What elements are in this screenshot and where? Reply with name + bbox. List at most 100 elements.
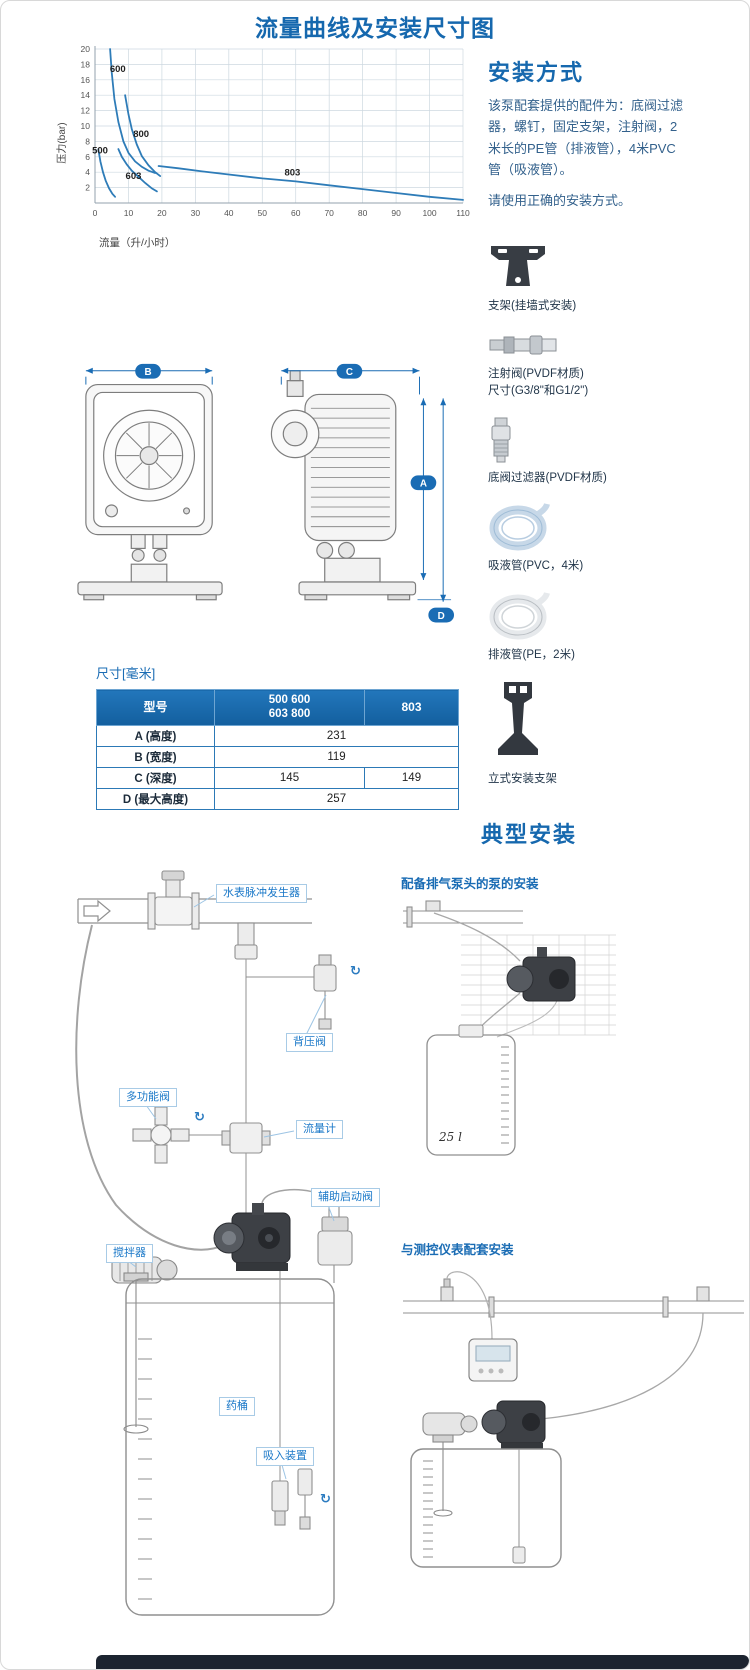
dimension-d xyxy=(417,398,452,602)
page-title: 流量曲线及安装尺寸图 xyxy=(255,15,495,41)
chart-x-axis-label: 流量（升/小时） xyxy=(99,237,176,249)
accessory-wall-bracket: 支架(挂墙式安装) xyxy=(488,242,720,315)
multi-function-valve xyxy=(132,1106,238,1164)
install-method-heading: 安装方式 xyxy=(488,60,585,85)
chart-y-axis-label: 压力(bar) xyxy=(57,122,68,164)
tank-volume-label: 25 l xyxy=(438,1130,462,1144)
degassing-diagram-canvas: 25 l xyxy=(403,900,616,1156)
table-row: D (最大高度) 257 xyxy=(96,787,459,810)
page-footer-band xyxy=(96,1655,749,1669)
accessory-caption: 立式安装支架 xyxy=(488,772,557,785)
dosing-pump xyxy=(481,1400,546,1449)
typical-installation-heading: 典型安装 xyxy=(481,822,578,847)
accessory-suction-tube: 吸液管(PVC，4米) xyxy=(488,502,720,575)
dim-pill-b xyxy=(135,363,161,379)
col-803: 803 xyxy=(364,689,459,726)
accessory-injection-valve: 注射阀(PVDF材质) 尺寸(G3/8"和G1/2") xyxy=(488,330,720,399)
svg-text:90: 90 xyxy=(391,208,401,218)
accessory-caption: 底阀过滤器(PVDF材质) xyxy=(488,471,607,484)
svg-text:600: 600 xyxy=(110,64,126,75)
svg-text:6: 6 xyxy=(85,152,90,162)
mixer xyxy=(422,1412,478,1517)
dim-letter-a: A xyxy=(420,479,427,490)
water-meter-pulser xyxy=(147,870,200,930)
row-value-c1: 145 xyxy=(214,766,365,789)
process-pipe xyxy=(403,900,523,928)
flow-direction-arrow xyxy=(83,899,111,923)
accessory-discharge-tube: 排液管(PE，2米) xyxy=(488,591,720,664)
svg-text:20: 20 xyxy=(81,44,91,54)
install-method-note: 请使用正确的安装方式。 xyxy=(488,192,632,208)
col-group-models: 500 600 603 800 xyxy=(214,689,365,726)
discharge-tube-icon xyxy=(489,592,550,640)
flow-meter xyxy=(221,1122,271,1213)
svg-text:18: 18 xyxy=(81,59,91,69)
rotate-arrow-icon: ↻ xyxy=(320,1491,331,1506)
rotate-arrow-icon: ↻ xyxy=(350,963,361,978)
accessory-caption: 支架(挂墙式安装) xyxy=(488,299,577,312)
svg-text:10: 10 xyxy=(81,121,91,131)
svg-text:10: 10 xyxy=(124,208,134,218)
svg-text:8: 8 xyxy=(85,136,90,146)
wall-bracket-icon xyxy=(491,245,545,286)
svg-text:110: 110 xyxy=(456,208,470,218)
degassing-pump xyxy=(506,947,576,1002)
callout-chemical-tank: 药桶 xyxy=(219,1397,255,1416)
callout-mixer: 搅拌器 xyxy=(106,1244,153,1263)
process-pipe xyxy=(403,1278,744,1318)
svg-text:100: 100 xyxy=(422,208,436,218)
install-method-body: 该泵配套提供的配件为：底阀过滤器，螺钉，固定支架，注射阀，2米长的PE管（排液管… xyxy=(488,98,684,178)
row-label-d: D (最大高度) xyxy=(96,787,215,810)
svg-text:14: 14 xyxy=(81,90,91,100)
chemical-tank xyxy=(410,1448,562,1568)
callout-auxiliary-start-valve: 辅助启动阀 xyxy=(311,1188,380,1207)
table-row: A (高度) 231 xyxy=(96,724,459,747)
accessory-caption: 注射阀(PVDF材质) 尺寸(G3/8"和G1/2") xyxy=(488,368,589,397)
row-value-c2: 149 xyxy=(364,766,459,789)
callout-water-meter-pulser: 水表脉冲发生器 xyxy=(216,884,307,903)
accessory-caption: 吸液管(PVC，4米) xyxy=(488,560,584,573)
dim-pill-a xyxy=(410,475,437,491)
svg-text:16: 16 xyxy=(81,75,91,85)
suction-tube-icon xyxy=(489,503,550,551)
table-row: B (宽度) 119 xyxy=(96,745,459,768)
dim-pill-d xyxy=(428,607,455,623)
row-label-c: C (深度) xyxy=(96,766,215,789)
mixer xyxy=(111,1256,178,1434)
accessory-list: 支架(挂墙式安装) 注射阀(PVDF材质) 尺寸(G3/8"和G1/2") xyxy=(488,242,720,788)
callout-back-pressure-valve: 背压阀 xyxy=(286,1033,333,1052)
auxiliary-start-valve xyxy=(317,1199,353,1283)
callout-suction-device: 吸入装置 xyxy=(256,1447,314,1466)
pump-front-view xyxy=(77,383,223,601)
svg-text:20: 20 xyxy=(157,208,167,218)
degassing-pump-installation: 配备排气泵头的泵的安装 xyxy=(401,873,746,1165)
probe-cable xyxy=(446,1271,493,1340)
row-value-b: 119 xyxy=(214,745,459,768)
instrument-caption: 与测控仪表配套安装 xyxy=(401,1243,514,1257)
svg-text:603: 603 xyxy=(126,171,142,182)
dim-letter-c: C xyxy=(346,367,353,378)
callout-multi-function-valve: 多功能阀 xyxy=(119,1088,177,1107)
table-header-row: 型号 500 600 603 800 803 xyxy=(96,689,459,726)
svg-text:2: 2 xyxy=(85,183,90,193)
svg-text:0: 0 xyxy=(93,208,98,218)
installation-column: 安装方式 该泵配套提供的配件为：底阀过滤器，螺钉，固定支架，注射阀，2米长的PE… xyxy=(488,55,720,803)
pump-side-view xyxy=(270,370,417,601)
dim-letter-d: D xyxy=(438,611,445,622)
dim-pill-c xyxy=(336,363,363,379)
callout-leader-lines xyxy=(127,894,335,1480)
accessory-caption: 排液管(PE，2米) xyxy=(488,648,575,661)
svg-text:70: 70 xyxy=(324,208,334,218)
accessory-floor-bracket: 立式安装支架 xyxy=(488,680,720,788)
row-label-b: B (宽度) xyxy=(96,745,215,768)
back-pressure-valve xyxy=(246,954,337,1030)
suction-hose xyxy=(75,924,225,1251)
floor-bracket-icon xyxy=(498,681,538,755)
controller xyxy=(468,1338,518,1382)
col-model: 型号 xyxy=(96,689,215,726)
injection-tube-line xyxy=(540,1312,704,1420)
svg-text:500: 500 xyxy=(92,146,108,157)
